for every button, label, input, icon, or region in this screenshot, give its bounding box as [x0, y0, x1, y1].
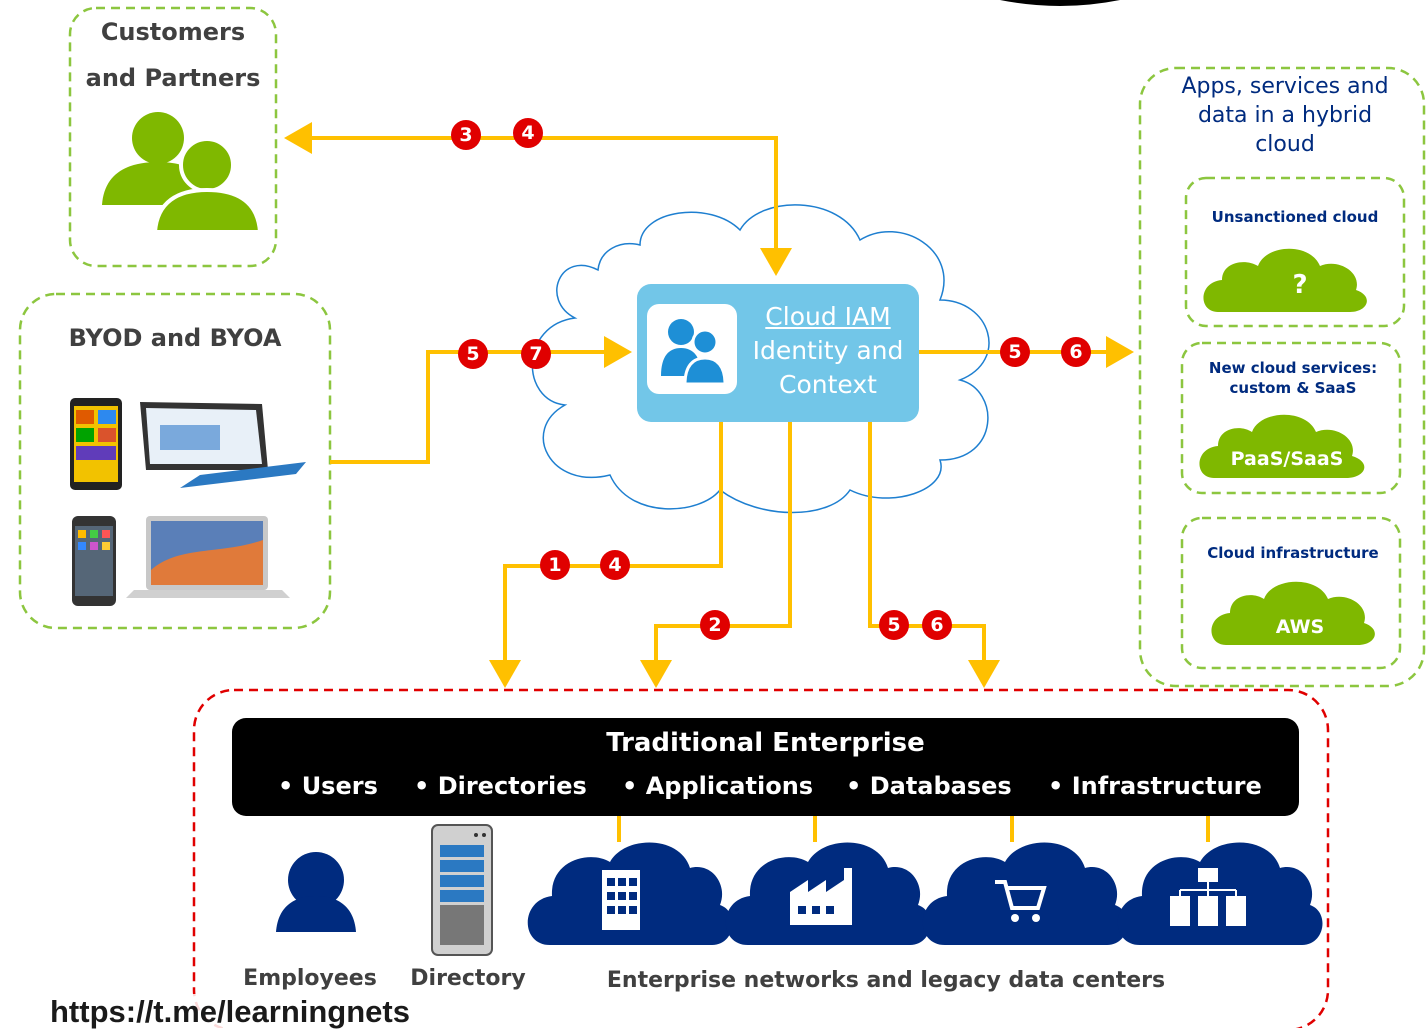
- traditional-enterprise-bar: Traditional Enterprise • Users • Directo…: [232, 718, 1299, 816]
- step-badge: 3: [451, 120, 481, 150]
- customers-people-icon: [102, 112, 263, 234]
- bullet-directories: • Directories: [414, 772, 587, 800]
- surface-tablet-icon: [140, 402, 306, 488]
- step-badge: 1: [540, 550, 570, 580]
- unsanctioned-box: [1184, 176, 1406, 328]
- bullet-databases: • Databases: [846, 772, 1012, 800]
- customers-box: [68, 6, 278, 268]
- bullet-applications: • Applications: [622, 772, 814, 800]
- paas-saas-cloud-icon: [1199, 414, 1365, 478]
- new-services-line2: custom & SaaS: [1229, 379, 1357, 397]
- unsanctioned-cloud-label: ?: [1292, 270, 1308, 300]
- infrastructure-box: [1180, 516, 1402, 670]
- datacenter-cloud-icon: [1117, 842, 1323, 945]
- step-badge: 6: [922, 610, 952, 640]
- watermark-link[interactable]: https://t.me/learningnets: [50, 994, 410, 1030]
- paas-saas-label: PaaS/SaaS: [1230, 448, 1344, 470]
- step-badge: 5: [1000, 337, 1030, 367]
- top-decoration: [1000, 0, 1120, 6]
- unsanctioned-title: Unsanctioned cloud: [1211, 208, 1379, 226]
- cloud-iam-box: Cloud IAM Identity and Context: [637, 284, 919, 422]
- iam-title[interactable]: Cloud IAM: [765, 302, 891, 331]
- infrastructure-title: Cloud infrastructure: [1207, 544, 1379, 562]
- step-badge: 7: [521, 339, 551, 369]
- hybrid-title-line2: data in a hybrid: [1197, 103, 1373, 128]
- enterprise-box: [192, 688, 1330, 1028]
- bullet-infrastructure: • Infrastructure: [1048, 772, 1262, 800]
- networks-label: Enterprise networks and legacy data cent…: [606, 968, 1166, 993]
- iam-line3: Context: [779, 370, 877, 399]
- step-badge: 4: [600, 550, 630, 580]
- building-cloud-icon: [527, 842, 733, 945]
- directory-label: Directory: [410, 966, 526, 991]
- step-badge: 5: [879, 610, 909, 640]
- step-badge: 6: [1061, 337, 1091, 367]
- employee-person-icon: [276, 852, 356, 932]
- byod-title: BYOD and BYOA: [68, 324, 282, 352]
- factory-cloud-icon: [725, 842, 931, 945]
- shopping-cart-cloud-icon: [922, 842, 1128, 945]
- customers-title-line2: and Partners: [85, 64, 261, 92]
- iphone-icon: [72, 516, 116, 606]
- customers-title-line1: Customers: [100, 18, 246, 46]
- aws-label: AWS: [1275, 616, 1325, 638]
- windows-phone-icon: [70, 398, 122, 490]
- hybrid-title-line3: cloud: [1255, 132, 1315, 157]
- enterprise-title: Traditional Enterprise: [606, 728, 925, 758]
- macbook-icon: [126, 516, 290, 598]
- new-services-line1: New cloud services:: [1208, 359, 1378, 377]
- iam-icon-background: [647, 304, 737, 394]
- step-badge: 5: [458, 339, 488, 369]
- iam-people-icon: [661, 319, 727, 386]
- bullet-users: • Users: [278, 772, 378, 800]
- iam-line2: Identity and: [752, 336, 904, 365]
- employees-label: Employees: [243, 966, 377, 991]
- bar-connectors: [617, 816, 1210, 842]
- hybrid-title-line1: Apps, services and: [1181, 74, 1389, 99]
- aws-cloud-icon: [1211, 581, 1375, 645]
- step-badge: 4: [513, 118, 543, 148]
- directory-server-icon: [431, 824, 493, 956]
- step-badge: 2: [700, 610, 730, 640]
- new-services-box: [1180, 341, 1402, 495]
- unsanctioned-cloud-icon: [1203, 248, 1367, 312]
- hybrid-cloud-box: [1138, 66, 1426, 688]
